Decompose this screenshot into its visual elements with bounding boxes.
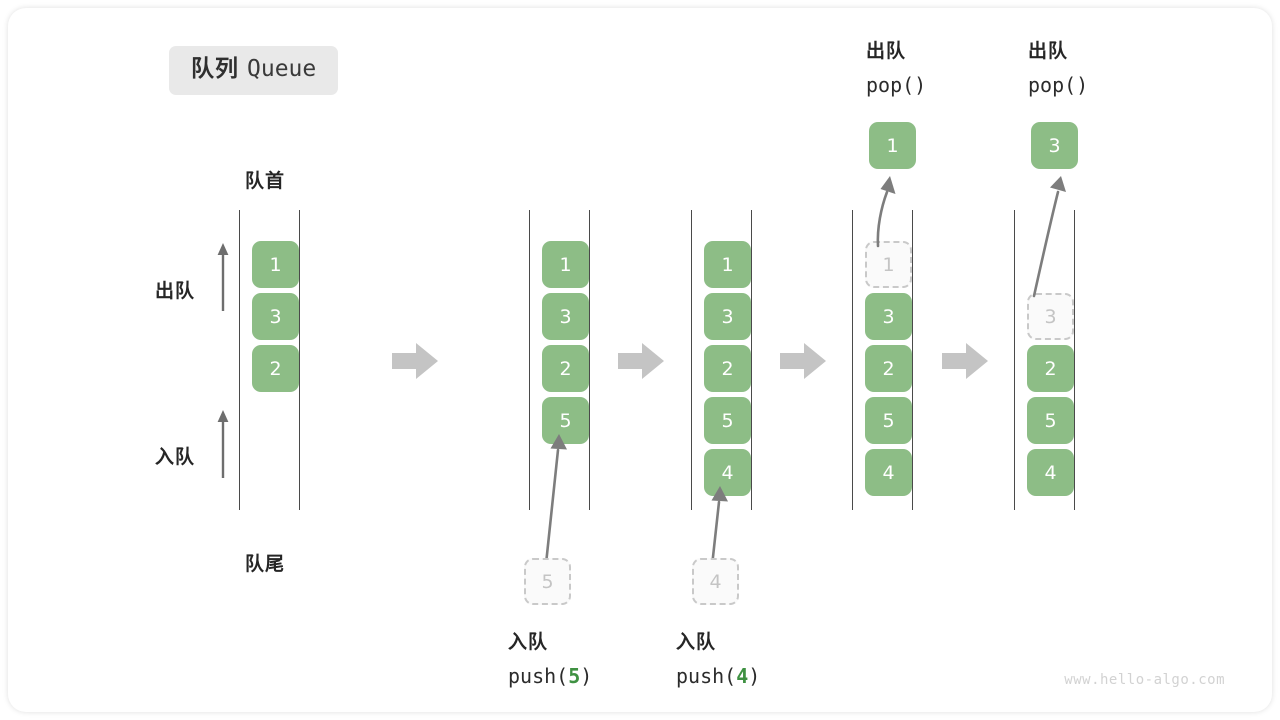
enqueue-direction-arrow-icon bbox=[217, 410, 229, 478]
label-queue-tail: 队尾 bbox=[245, 553, 286, 575]
title-badge: 队列 Queue bbox=[169, 46, 339, 95]
popped-cell-2: 3 bbox=[1031, 122, 1078, 169]
push-caption-cn-2: 入队 bbox=[676, 631, 717, 653]
queue-rail-left-col5 bbox=[1014, 210, 1015, 510]
pop-caption-cn-2: 出队 bbox=[1028, 40, 1069, 62]
push-call-suffix-1: ) bbox=[580, 664, 593, 688]
queue-cell: 5 bbox=[1027, 397, 1074, 444]
queue-rail-left-col3 bbox=[691, 210, 692, 510]
title-cn: 队列 bbox=[191, 56, 239, 82]
push-call-prefix-1: push( bbox=[508, 664, 569, 688]
queue-cell: 2 bbox=[704, 345, 751, 392]
queue-cell: 3 bbox=[252, 293, 299, 340]
queue-cell: 3 bbox=[865, 293, 912, 340]
pop-caption-call-1: pop() bbox=[866, 73, 927, 97]
queue-cell: 2 bbox=[865, 345, 912, 392]
queue-cell: 3 bbox=[704, 293, 751, 340]
push-call-arg-2: 4 bbox=[736, 664, 749, 688]
queue-rail-left-col2 bbox=[529, 210, 530, 510]
push-motion-arrow-1 bbox=[544, 434, 567, 566]
label-queue-head: 队首 bbox=[245, 170, 286, 192]
queue-cell: 3 bbox=[1027, 293, 1074, 340]
step-arrow-icon-2 bbox=[618, 343, 664, 379]
push-source-ghost-cell-2: 4 bbox=[692, 558, 739, 605]
title-en: Queue bbox=[247, 56, 317, 82]
queue-cell: 4 bbox=[865, 449, 912, 496]
queue-cell: 2 bbox=[542, 345, 589, 392]
push-call-prefix-2: push( bbox=[676, 664, 737, 688]
queue-rail-right-col2 bbox=[589, 210, 590, 510]
queue-cell: 2 bbox=[252, 345, 299, 392]
pop-caption-cn-1: 出队 bbox=[866, 40, 907, 62]
queue-cell: 1 bbox=[865, 241, 912, 288]
diagram-card: 队列 Queue 队首 队尾 出队 入队 1 3 2 1 3 2 5 bbox=[8, 8, 1272, 712]
push-call-suffix-2: ) bbox=[748, 664, 761, 688]
diagram-stage: 队列 Queue 队首 队尾 出队 入队 1 3 2 1 3 2 5 bbox=[8, 8, 1272, 712]
push-caption-cn-1: 入队 bbox=[508, 631, 549, 653]
step-arrow-icon-3 bbox=[780, 343, 826, 379]
pop-motion-arrow-1 bbox=[876, 176, 896, 248]
push-caption-2: 入队 push(4) bbox=[676, 627, 760, 688]
push-call-arg-1: 5 bbox=[568, 664, 581, 688]
queue-cell: 3 bbox=[542, 293, 589, 340]
queue-cell: 5 bbox=[704, 397, 751, 444]
label-enqueue-direction: 入队 bbox=[155, 446, 196, 468]
queue-cell: 4 bbox=[1027, 449, 1074, 496]
queue-cell: 5 bbox=[542, 397, 589, 444]
queue-rail-left-col1 bbox=[239, 210, 240, 510]
push-source-ghost-cell-1: 5 bbox=[524, 558, 571, 605]
queue-cell: 1 bbox=[252, 241, 299, 288]
dequeue-direction-arrow-icon bbox=[217, 243, 229, 311]
queue-cell: 2 bbox=[1027, 345, 1074, 392]
step-arrow-icon-4 bbox=[942, 343, 988, 379]
queue-rail-right-col4 bbox=[912, 210, 913, 510]
pop-motion-arrow-2 bbox=[1032, 176, 1066, 298]
pop-caption-1: 出队 pop() bbox=[866, 36, 926, 97]
pop-caption-2: 出队 pop() bbox=[1028, 36, 1088, 97]
queue-cell: 1 bbox=[542, 241, 589, 288]
queue-cell: 1 bbox=[704, 241, 751, 288]
queue-rail-right-col5 bbox=[1074, 210, 1075, 510]
queue-rail-left-col4 bbox=[852, 210, 853, 510]
label-dequeue-direction: 出队 bbox=[155, 280, 196, 302]
queue-cell: 5 bbox=[865, 397, 912, 444]
push-caption-call-1: push(5) bbox=[508, 664, 592, 688]
step-arrow-icon-1 bbox=[392, 343, 438, 379]
push-caption-call-2: push(4) bbox=[676, 664, 760, 688]
watermark: www.hello-algo.com bbox=[1064, 672, 1225, 688]
queue-rail-right-col1 bbox=[299, 210, 300, 510]
queue-rail-right-col3 bbox=[751, 210, 752, 510]
push-caption-1: 入队 push(5) bbox=[508, 627, 592, 688]
popped-cell-1: 1 bbox=[869, 122, 916, 169]
pop-caption-call-2: pop() bbox=[1028, 73, 1089, 97]
queue-cell: 4 bbox=[704, 449, 751, 496]
